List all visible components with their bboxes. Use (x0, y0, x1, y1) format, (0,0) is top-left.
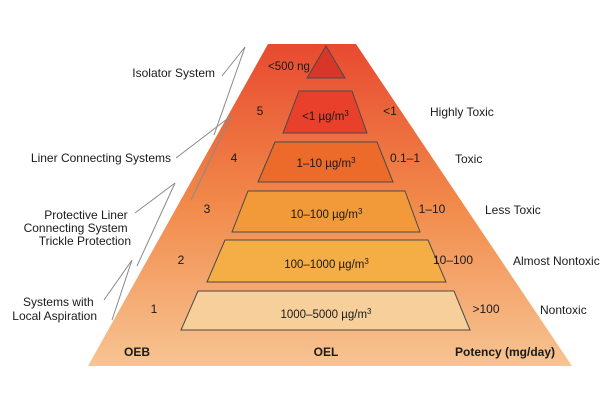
tier-oeb-1 (180, 290, 471, 331)
oel-value: 1–10 µg/m (296, 158, 351, 170)
potency-value: <1 (383, 104, 397, 118)
oel-superscript: 3 (364, 257, 369, 266)
oeb-number: 2 (178, 253, 185, 267)
toxicity-category: Toxic (455, 152, 482, 166)
oeb-number: 3 (204, 202, 211, 216)
potency-value: 1–10 (419, 202, 446, 216)
connector-isolator (213, 46, 246, 136)
connector-liner (175, 115, 232, 201)
toxicity-category: Highly Toxic (430, 105, 494, 119)
oel-label: 1000–5000 µg/m3 (280, 307, 372, 322)
connector-aspiration (103, 259, 133, 321)
oel-superscript: 3 (351, 156, 356, 165)
containment-liner: Liner Connecting Systems (31, 151, 171, 165)
footer-oel: OEL (314, 345, 339, 359)
containment-isolator: Isolator System (132, 66, 215, 80)
oel-label: <1 µg/m3 (302, 109, 349, 124)
oel-value: 10–100 µg/m (291, 209, 358, 221)
potency-value: >100 (472, 302, 499, 316)
potency-value: 10–100 (433, 253, 473, 267)
oel-superscript: 3 (358, 207, 363, 216)
oeb-number: 4 (231, 151, 238, 165)
oel-label: 10–100 µg/m3 (291, 207, 363, 222)
tier-oeb-4 (257, 141, 394, 183)
top-triangle (306, 45, 346, 79)
oel-label: 100–1000 µg/m3 (284, 257, 369, 272)
tier-oeb-5 (282, 90, 368, 134)
toxicity-category: Nontoxic (540, 303, 587, 317)
oel-value: 100–1000 µg/m (284, 259, 364, 271)
containment-protective: Protective Liner Connecting System Trick… (24, 208, 131, 248)
oel-superscript: 3 (367, 307, 372, 316)
footer-potency: Potency (mg/day) (455, 345, 555, 359)
toxicity-category: Less Toxic (485, 203, 541, 217)
containment-aspiration: Systems with Local Aspiration (12, 295, 97, 323)
top-label: <500 ng (268, 61, 310, 73)
oeb-number: 5 (257, 104, 264, 118)
tier-oeb-2 (206, 239, 447, 283)
containment-labels: Isolator System Liner Connecting Systems… (12, 66, 215, 323)
footer-oeb: OEB (124, 345, 150, 359)
connector-protective (134, 182, 176, 267)
connector-lines (103, 46, 246, 321)
oel-superscript: 3 (344, 109, 349, 118)
oel-value: <1 µg/m (302, 111, 344, 123)
oel-label: 1–10 µg/m3 (296, 156, 356, 171)
toxicity-category: Almost Nontoxic (513, 254, 600, 268)
oel-value: 1000–5000 µg/m (280, 309, 367, 321)
oeb-number: 1 (151, 302, 158, 316)
tier-oeb-3 (231, 190, 421, 233)
potency-value: 0.1–1 (390, 151, 420, 165)
